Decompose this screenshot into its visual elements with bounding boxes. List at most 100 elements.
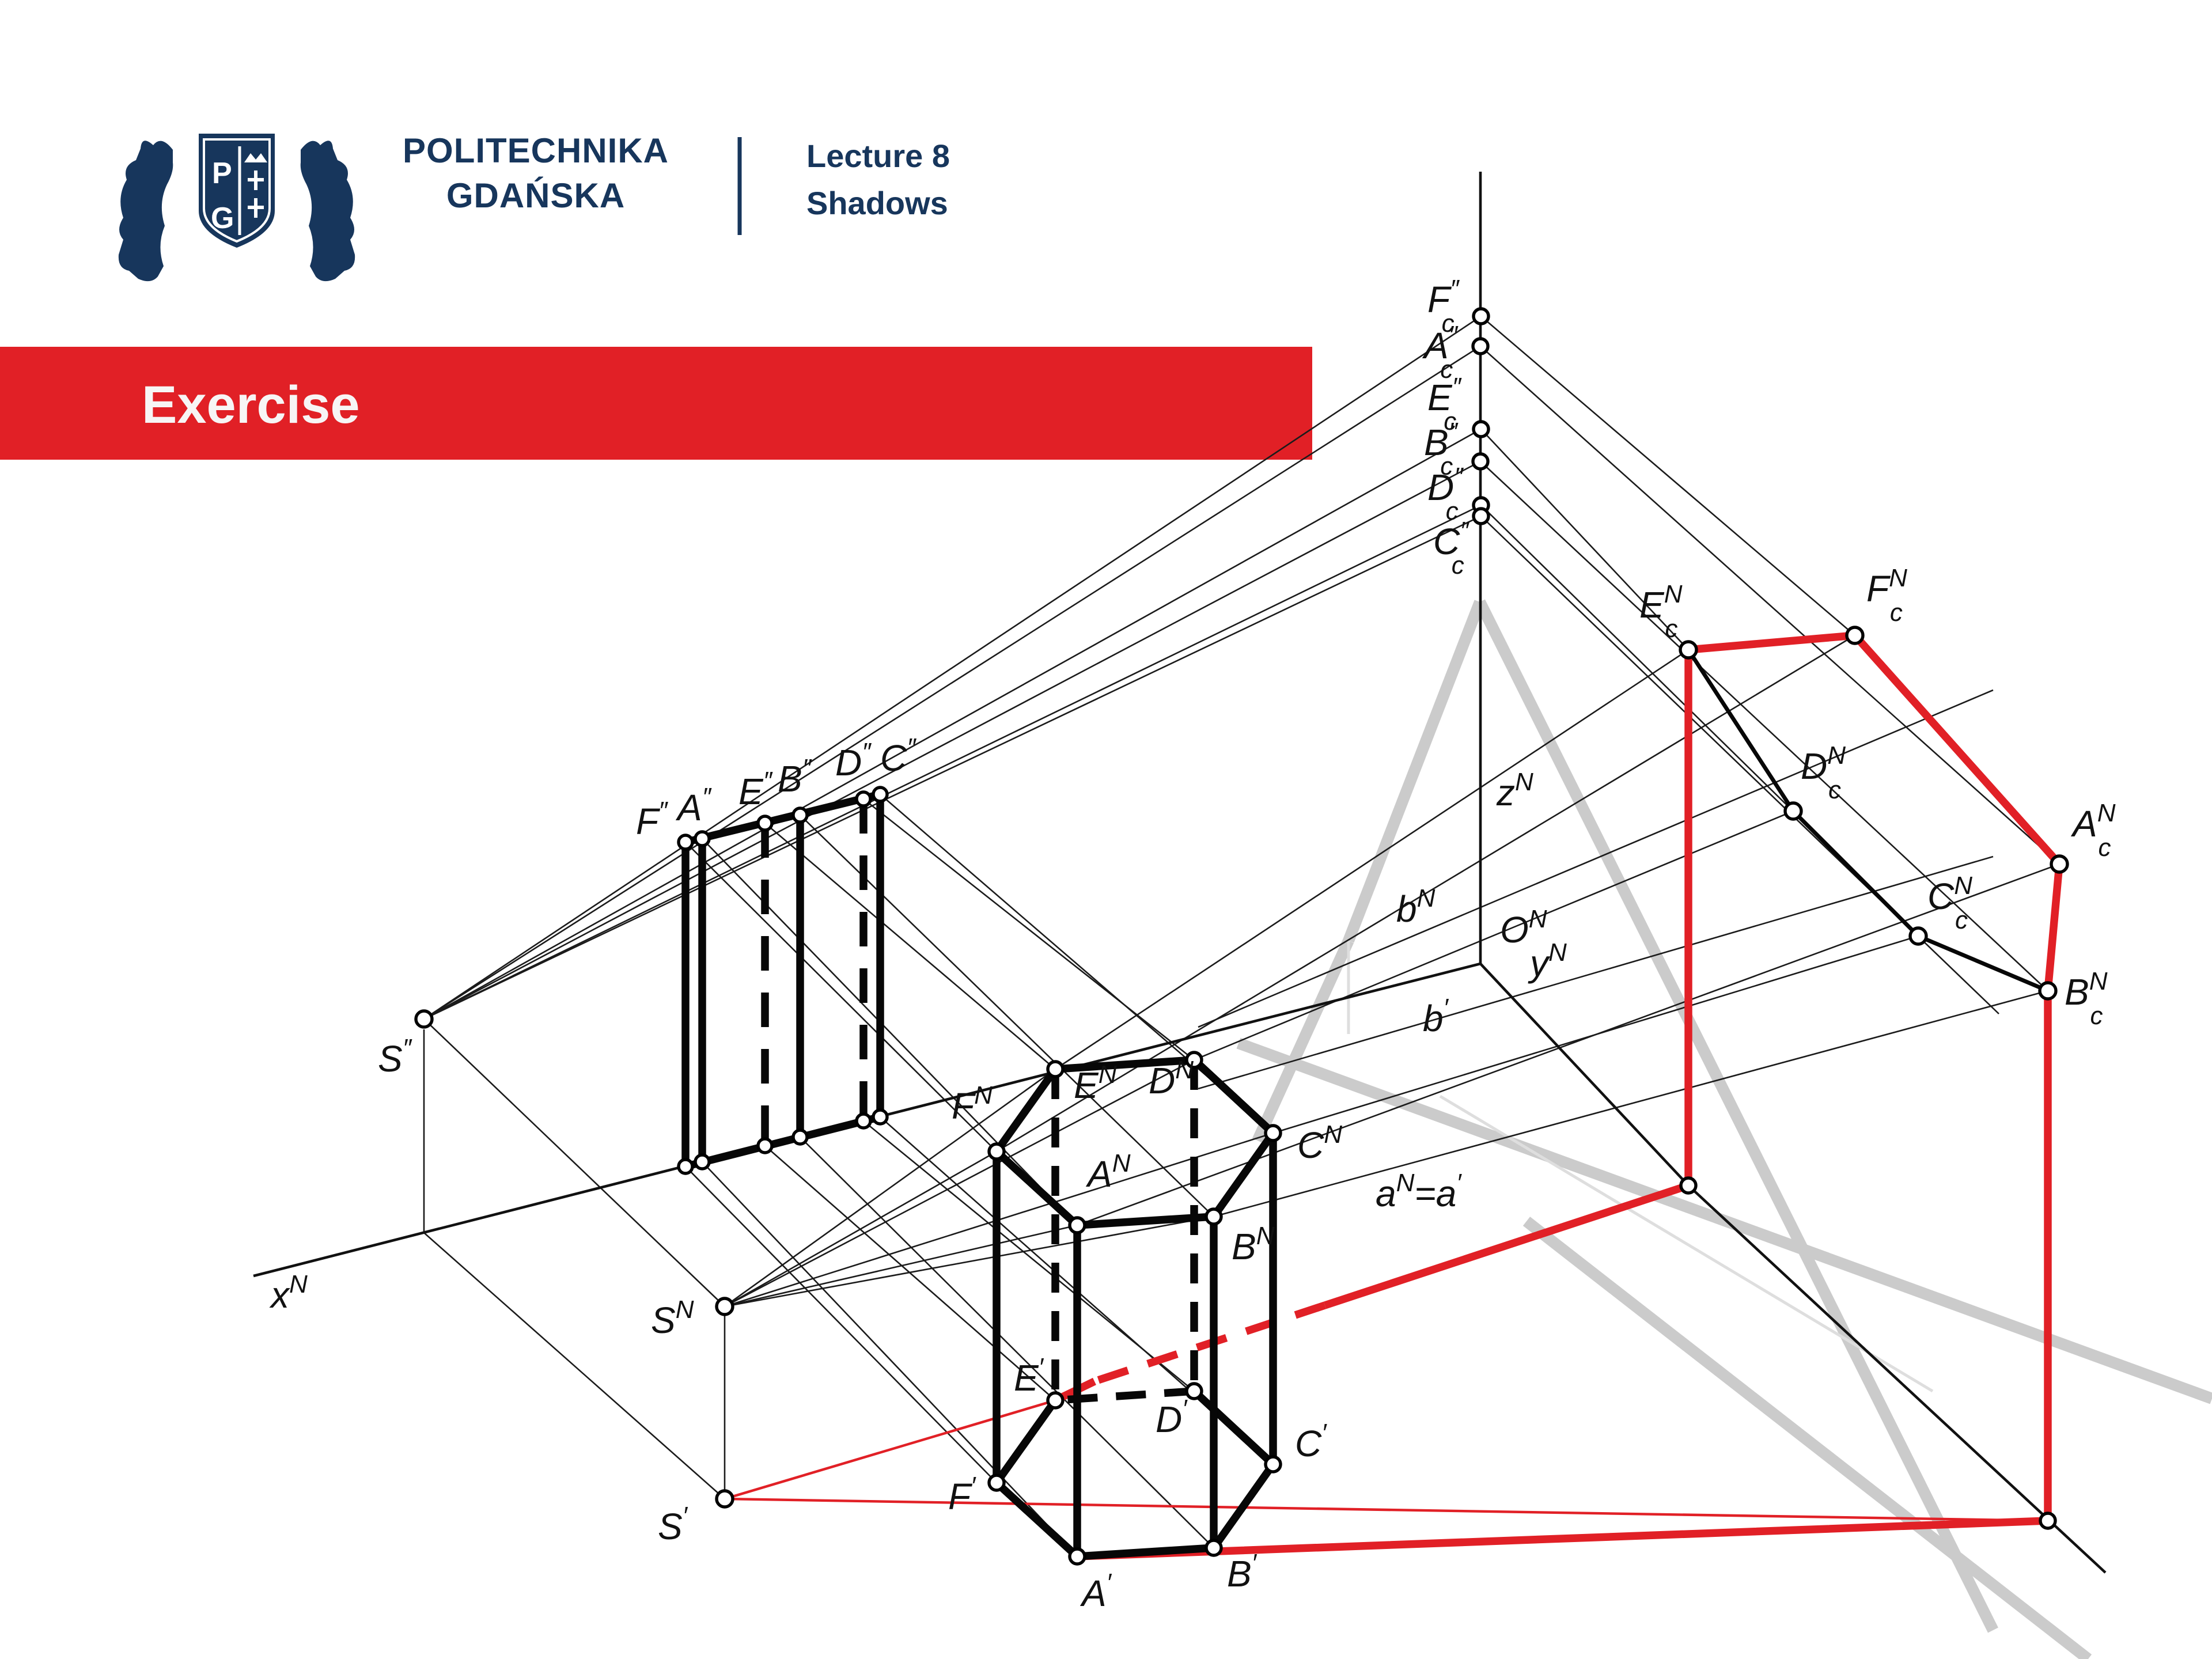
shadow-vertex-point xyxy=(1679,640,1698,660)
label-D-sec-c: D″c xyxy=(1427,463,1464,525)
lecture-subtitle: Shadows xyxy=(806,185,948,221)
gray-shadow-line xyxy=(1522,1217,2092,1659)
prism-top-vertex xyxy=(1205,1207,1223,1226)
prism-bottom-vertex xyxy=(1046,1391,1065,1410)
prism-top-edge xyxy=(1191,1057,1276,1136)
prism-bottom-edge xyxy=(1077,1544,1214,1560)
label-S-sec: S″ xyxy=(378,1034,412,1080)
light-ray-axonometric xyxy=(724,863,2060,1308)
banner-title: Exercise xyxy=(142,376,360,434)
shadow-vertex-point xyxy=(1845,626,1865,645)
banner-background xyxy=(0,347,1312,460)
shadow-vertex-point xyxy=(1783,801,1803,821)
gray-shadow-line xyxy=(1252,938,1354,1143)
label-y-N: yN xyxy=(1528,938,1567,984)
y-axis xyxy=(1479,963,2107,1574)
light-ray-front-view xyxy=(423,460,1481,1020)
logo-letter-p: P xyxy=(212,157,232,190)
construction-rays xyxy=(423,315,2060,1557)
label-D-N: DN xyxy=(1149,1056,1194,1101)
light-ray-front-view xyxy=(423,504,1482,1020)
logo-shield-border xyxy=(203,138,271,243)
shadow-vertex-point xyxy=(1908,926,1928,946)
front-view-bottom-point xyxy=(855,1112,872,1130)
ordinal-top xyxy=(800,815,1214,1217)
label-B-pr: B′ xyxy=(1227,1549,1257,1594)
cross-icons xyxy=(248,171,264,218)
prism-bottom-vertex xyxy=(1185,1382,1203,1400)
shadow-vertex-point xyxy=(2050,854,2069,874)
prism-bottom-edge xyxy=(1191,1388,1276,1467)
lion-left-icon xyxy=(118,141,173,282)
prism-bottom-edge xyxy=(993,1398,1059,1485)
label-C-N: CN xyxy=(1297,1120,1342,1166)
header: P G POLITECHNIKA GDAŃSKA Lecture 8 Shado… xyxy=(118,131,950,282)
label-a-eq: aN=a′ xyxy=(1376,1169,1462,1214)
projection-ray xyxy=(1480,429,1689,650)
wall-shadow-trace-point xyxy=(1471,452,1490,471)
label-C-pr: C′ xyxy=(1295,1419,1327,1464)
front-view-bottom-point xyxy=(872,1108,889,1126)
front-view-top-point xyxy=(677,834,694,851)
label-x-N: xN xyxy=(269,1270,308,1316)
label-E-N: EN xyxy=(1074,1060,1117,1106)
gray-faint-line xyxy=(1439,1094,1934,1393)
crown-icon xyxy=(244,153,267,162)
front-view-bottom-point xyxy=(694,1153,711,1171)
label-D-pr: D′ xyxy=(1156,1395,1188,1440)
front-view-bottom-point xyxy=(677,1158,694,1175)
shadow-outline-hidden xyxy=(1687,649,2049,993)
shadow-outline-red xyxy=(724,631,2063,1560)
light-ray-front-view xyxy=(423,345,1481,1020)
label-E-sec-c: E″c xyxy=(1427,373,1462,435)
s-to-s-axonometric xyxy=(423,1018,725,1307)
light-source-axonometric xyxy=(715,1297,734,1316)
shadow-bend-point xyxy=(1679,1176,1698,1195)
section-banner: Exercise xyxy=(0,347,1312,460)
prism-top-edge xyxy=(993,1067,1059,1154)
wall-shadow-trace-point xyxy=(1472,420,1490,438)
label-b-N: bN xyxy=(1396,884,1435,930)
ordinal-bottom xyxy=(764,1145,1056,1401)
shadow-line-a-solid xyxy=(1323,1181,1690,1309)
prism-top-edge xyxy=(994,1149,1080,1228)
prism-top-edge xyxy=(1210,1131,1277,1219)
label-B-sec: B″ xyxy=(778,754,812,800)
prism-top-vertex xyxy=(987,1142,1006,1161)
ordinal-bottom xyxy=(702,1161,1078,1557)
ordinal-bottom xyxy=(685,1166,997,1483)
label-S-pr: S′ xyxy=(658,1502,688,1547)
shadow-contour-hidden xyxy=(1687,649,2049,993)
ordinal-top xyxy=(863,798,1195,1061)
light-ray-ground-b xyxy=(724,1497,2048,1522)
prism-top-vertex xyxy=(1264,1124,1282,1142)
shadow-corner-point xyxy=(2039,1512,2057,1530)
university-logo: P G xyxy=(118,134,355,282)
prism-top-vertex xyxy=(1185,1051,1203,1069)
lecture-title: Lecture 8 xyxy=(806,138,950,174)
light-ray-front-view xyxy=(423,428,1482,1020)
light-source-front xyxy=(414,1009,434,1029)
projection-ray xyxy=(1480,316,1855,636)
projection-ray xyxy=(1480,346,2060,865)
brand-line1: POLITECHNIKA xyxy=(403,131,669,170)
label-A-pr: A′ xyxy=(1080,1569,1112,1614)
prism-bottom-edge xyxy=(1210,1462,1277,1550)
gray-shadow-line xyxy=(1343,600,1486,943)
label-C-sec-c: C″c xyxy=(1433,517,1469,579)
lion-right-icon xyxy=(300,141,355,282)
front-view-top-edge xyxy=(684,790,881,846)
label-z-N: zN xyxy=(1496,768,1533,813)
ordinal-top xyxy=(764,823,1056,1070)
label-A-sec-c: A″c xyxy=(1422,321,1459,384)
label-E-sec: E″ xyxy=(738,767,773,812)
brand-line2: GDAŃSKA xyxy=(446,176,625,215)
line-b-axonometric xyxy=(1198,689,1994,1028)
